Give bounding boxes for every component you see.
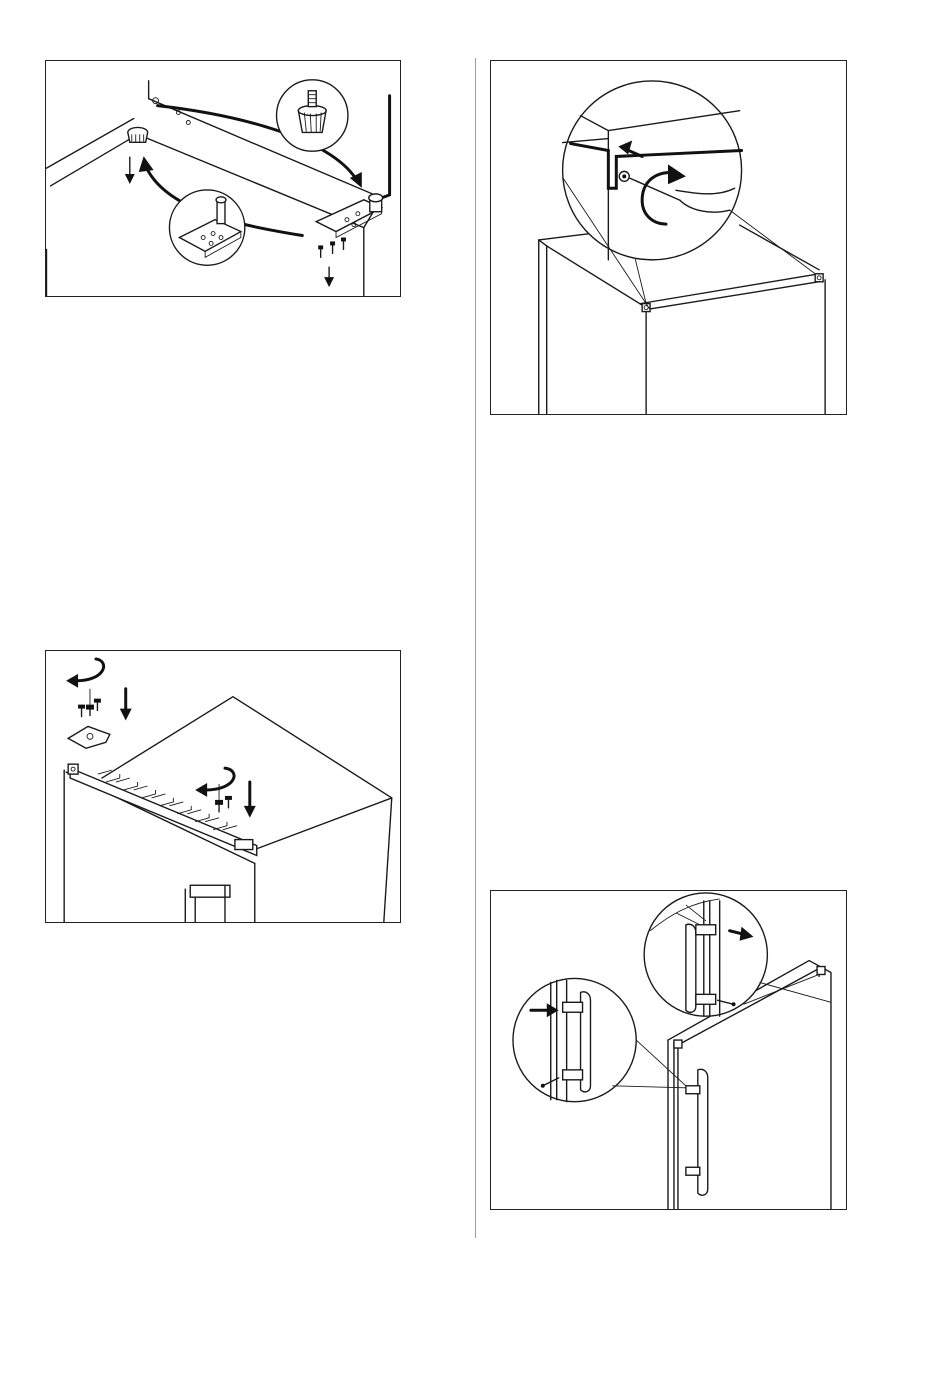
bottom-hinge-bracket-icon <box>316 194 382 238</box>
figure-foot-hinge-swap <box>45 60 401 297</box>
door-handle-illustration <box>491 891 846 1209</box>
down-arrow-icon <box>120 689 132 721</box>
foot-hinge-illustration <box>46 61 400 296</box>
screw-icon <box>78 689 101 717</box>
top-cover-illustration <box>491 61 846 414</box>
down-arrow-icon <box>324 267 334 287</box>
down-arrow-icon <box>244 782 256 818</box>
rotate-arrow-icon <box>66 659 103 688</box>
down-arrow-icon <box>125 157 135 184</box>
figure-door-handle-swap <box>490 890 847 1210</box>
column-divider <box>475 58 476 1238</box>
rotate-arrow-icon <box>195 768 234 797</box>
screw-icon <box>318 237 346 257</box>
hinge-cover-icon <box>68 726 110 748</box>
top-hinge-illustration <box>46 651 400 922</box>
figure-top-cover-screws <box>490 60 847 415</box>
adjustable-foot-icon <box>277 80 348 151</box>
bottom-hinge-bracket-icon <box>169 190 244 265</box>
figure-top-hinge-cover <box>45 650 401 923</box>
adjustable-foot-icon <box>128 127 148 142</box>
door-handle-icon <box>686 1069 708 1195</box>
